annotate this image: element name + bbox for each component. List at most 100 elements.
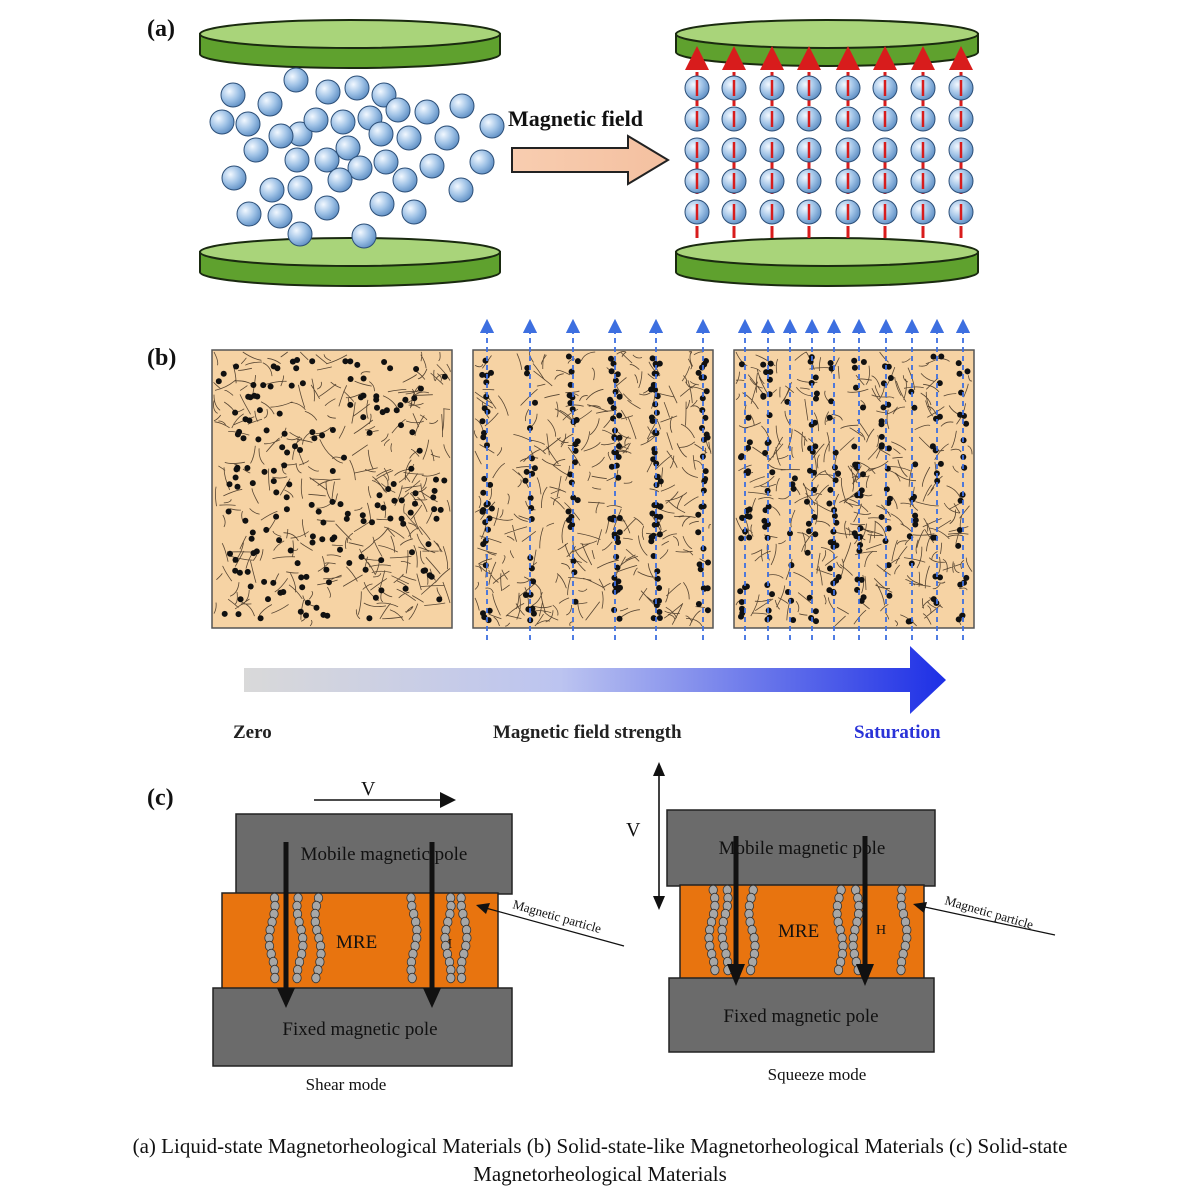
iron-particle (567, 400, 574, 406)
iron-particle (657, 478, 664, 485)
iron-particle (804, 498, 810, 505)
iron-particle (309, 358, 316, 365)
iron-particle (274, 365, 281, 372)
panel-a: (a) Magnetic field (147, 16, 979, 287)
iron-particle (232, 409, 239, 416)
iron-particle (329, 427, 336, 433)
iron-particle (812, 443, 819, 450)
iron-particle (481, 475, 488, 482)
iron-particle (832, 464, 838, 471)
iron-particle (882, 363, 888, 370)
iron-particle (739, 610, 746, 616)
iron-particle (885, 525, 892, 532)
iron-particle (851, 443, 858, 450)
iron-particle (279, 444, 286, 451)
squeeze-mode-label: Squeeze mode (768, 1065, 867, 1084)
iron-particle (765, 503, 772, 510)
iron-particle (885, 445, 892, 452)
iron-particle (347, 401, 354, 408)
iron-particle (267, 383, 274, 390)
iron-particle (616, 443, 622, 450)
squeeze-top-pole (666, 809, 936, 887)
iron-particle (857, 533, 864, 540)
iron-particle (656, 531, 663, 538)
iron-particle (412, 500, 418, 507)
particle-sphere (469, 149, 495, 175)
iron-particle (701, 374, 707, 381)
iron-particle (311, 435, 318, 442)
iron-particle (359, 512, 366, 519)
iron-particle (656, 615, 663, 621)
iron-particle (276, 537, 283, 544)
iron-particle (441, 373, 448, 380)
iron-particle (856, 547, 863, 554)
shear-field-arrows (277, 842, 441, 1008)
iron-particle (905, 618, 912, 625)
iron-particle (813, 390, 820, 397)
iron-particle (851, 530, 858, 537)
squeeze-top-pole-label: Mobile magnetic pole (719, 838, 886, 859)
iron-particle (860, 471, 866, 478)
iron-particle (852, 461, 859, 468)
matrix-saturated-field (733, 349, 975, 629)
iron-particle (699, 395, 706, 402)
iron-particle (481, 430, 487, 436)
iron-particle (425, 541, 432, 548)
chain-particle (833, 964, 844, 976)
iron-particle (343, 515, 350, 522)
iron-particle (955, 360, 962, 367)
iron-particle (524, 365, 531, 371)
iron-particle (387, 365, 394, 372)
iron-particle (430, 494, 437, 501)
iron-particle (276, 410, 283, 417)
left-top-plate (199, 19, 501, 69)
iron-particle (416, 447, 423, 454)
iron-particle (767, 360, 774, 367)
iron-particle (380, 504, 387, 511)
iron-particle (255, 436, 262, 443)
iron-particle (346, 560, 353, 566)
iron-particle (885, 562, 892, 569)
shear-mode-diagram: V Mobile magnetic pole MRE H Fixed magne… (212, 778, 625, 1094)
chain-particle (456, 972, 467, 984)
iron-particle (378, 587, 385, 594)
iron-particle (567, 471, 574, 478)
iron-particle (398, 422, 404, 429)
iron-particle (648, 534, 655, 541)
iron-particle (654, 575, 661, 582)
iron-particle (791, 475, 798, 482)
iron-particle (303, 573, 310, 580)
iron-particle (805, 520, 812, 527)
iron-particle (240, 435, 247, 442)
iron-particle (699, 425, 705, 431)
iron-particle (704, 585, 711, 592)
iron-particle (281, 430, 288, 437)
iron-particle (912, 512, 919, 519)
left-bottom-plate (199, 237, 501, 287)
iron-particle (764, 440, 771, 446)
particle-sphere (257, 91, 283, 117)
iron-particle (573, 417, 580, 423)
iron-particle (437, 506, 444, 513)
iron-particle (263, 427, 270, 434)
iron-particle (270, 467, 277, 474)
iron-particle (309, 533, 316, 540)
iron-particle (936, 380, 943, 387)
particle-sphere (479, 113, 505, 139)
iron-particle (957, 581, 964, 588)
particle-sphere (330, 109, 356, 135)
iron-particle (831, 513, 838, 519)
iron-particle (813, 618, 819, 625)
chain-particle (311, 972, 321, 984)
iron-particle (281, 462, 288, 469)
iron-particle (299, 380, 306, 387)
iron-particle (480, 489, 487, 496)
iron-particle (441, 477, 448, 484)
iron-particle (835, 470, 842, 477)
iron-particle (827, 486, 834, 493)
aligned-particle-chains (684, 46, 974, 238)
iron-particle (812, 608, 819, 615)
magnetic-field-arrow (511, 134, 670, 186)
iron-particle (522, 592, 529, 598)
random-particles (209, 67, 505, 249)
